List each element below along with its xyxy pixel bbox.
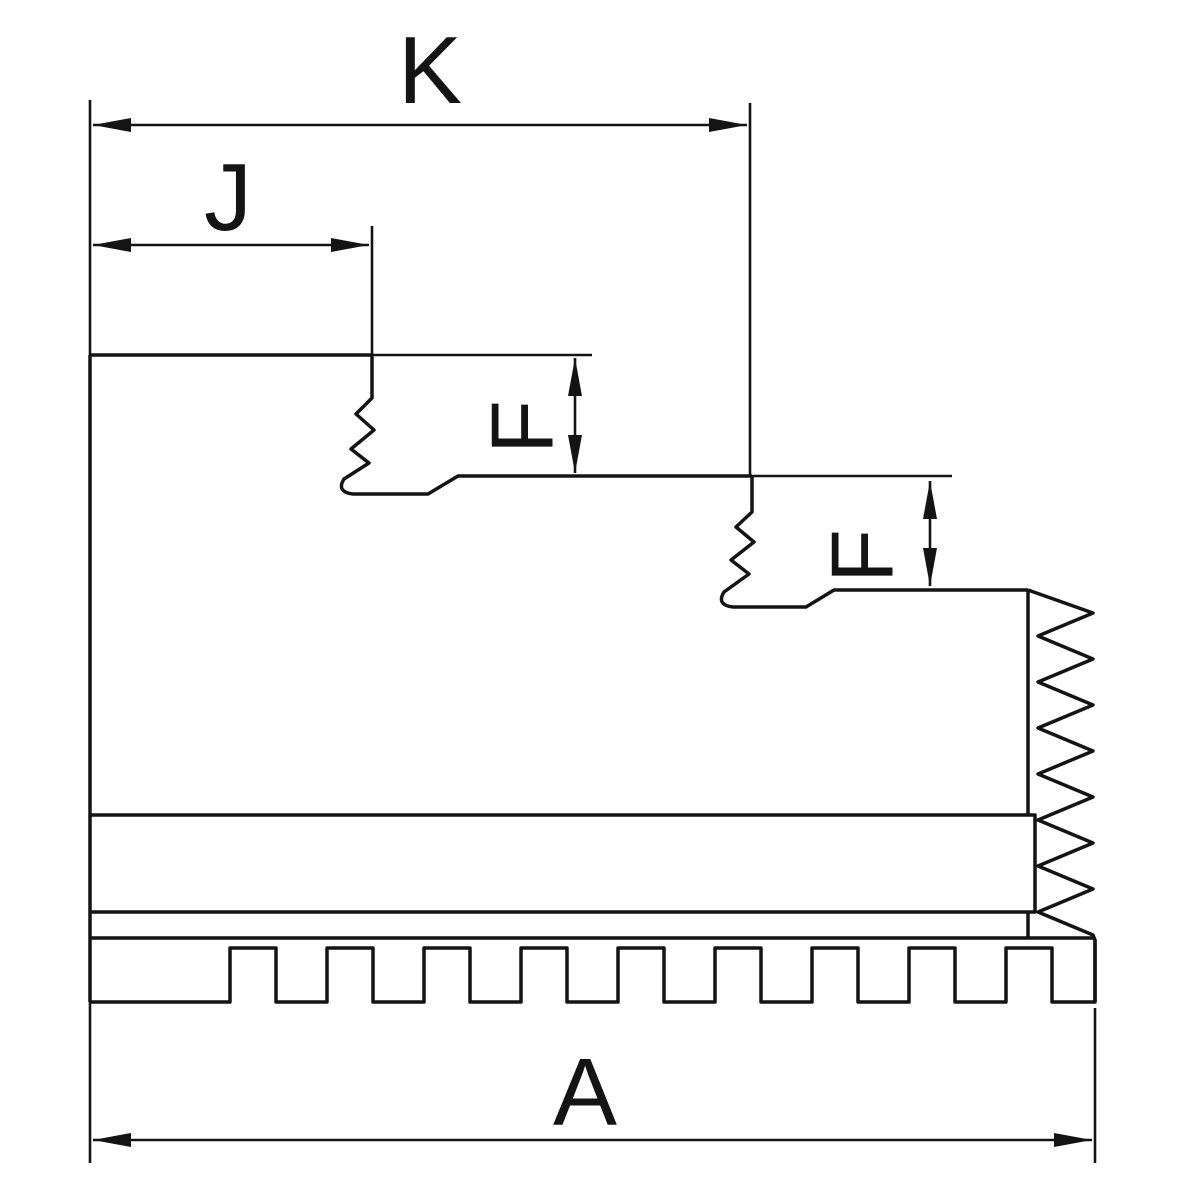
dimension-label-f-upper: F (473, 400, 572, 454)
extension-lines (88, 100, 1097, 1163)
guide-tongue (90, 813, 1037, 914)
step-1-serrated-face (339, 355, 752, 496)
arrowhead-k-left (93, 118, 131, 132)
back-serration-teeth (1027, 588, 1097, 1002)
dimension-label-f-lower: F (813, 529, 912, 583)
arrowhead-a-left (93, 1133, 131, 1147)
dimension-arrowheads (93, 118, 1092, 1147)
arrowhead-f-upper-bottom (568, 435, 582, 473)
dimension-label-j: J (204, 144, 252, 251)
bottom-teeth-profile (90, 940, 1097, 1004)
arrowhead-j-left (93, 238, 131, 252)
arrowhead-a-right (1054, 1133, 1092, 1147)
part-outline (88, 353, 1097, 1004)
dimension-label-a: A (553, 1039, 617, 1146)
arrowhead-f-upper-top (568, 358, 582, 396)
step-2-serrated-face (719, 476, 1028, 609)
arrowhead-f-lower-bottom (923, 548, 937, 586)
arrowhead-f-lower-top (923, 481, 937, 519)
arrowhead-j-right (331, 238, 369, 252)
arrowhead-k-right (709, 118, 747, 132)
dimension-label-k: K (398, 17, 462, 124)
dimension-labels: K J F F A (204, 17, 912, 1146)
